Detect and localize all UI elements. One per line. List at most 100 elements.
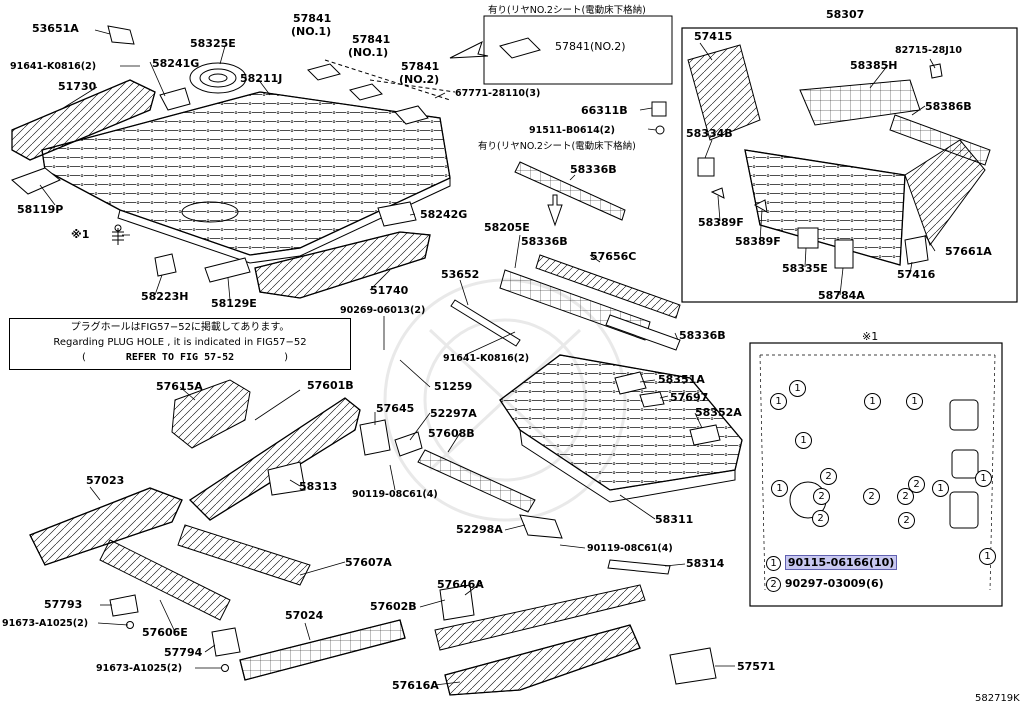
clip-58389f-b [753, 199, 768, 213]
callout-circle-1: 1 [975, 470, 992, 487]
part-label: 58334B [686, 127, 733, 140]
part-label: 58336B [521, 235, 568, 248]
bolt-star1 [112, 224, 124, 245]
bracket-53651a [107, 25, 135, 45]
clip-66311b [651, 101, 667, 117]
part-label: 58352A [695, 406, 742, 419]
pad-57841-no1-a [307, 63, 341, 81]
part-label: 91511-B0614(2) [529, 125, 615, 136]
panel-57661a [904, 139, 986, 247]
part-label: 57601B [307, 379, 354, 392]
part-label: 57794 [164, 646, 203, 659]
part-label: 57415 [694, 30, 733, 43]
inset-box-star1 [749, 342, 1003, 607]
bracket-57645 [359, 419, 391, 456]
part-label: 58325E [190, 37, 236, 50]
plug-hole-note: プラグホールはFIG57−52に掲載してあります。 Regarding PLUG… [9, 318, 351, 370]
part-label: 58119P [17, 203, 64, 216]
part-label: 57661A [945, 245, 992, 258]
part-label: 58336B [679, 329, 726, 342]
bolt-91511 [655, 125, 665, 135]
part-label: 57841 [352, 33, 391, 46]
strip-53652 [450, 299, 521, 347]
callout-circle-1: 1 [906, 393, 923, 410]
part-label: 57793 [44, 598, 83, 611]
legend-row-1: 1 90115-06166(10) [766, 555, 898, 571]
part-label: 58242G [420, 208, 468, 221]
part-label: 57608B [428, 427, 475, 440]
arrow-icon [449, 41, 489, 59]
part-label: 57697 [670, 391, 709, 404]
inset-top-part: 57841(NO.2) [555, 40, 626, 53]
part-label: 66311B [581, 104, 628, 117]
part-label: 51730 [58, 80, 97, 93]
part-label: (NO.1) [291, 25, 332, 38]
clip-58389f-a [710, 187, 725, 199]
rail-57656c [535, 254, 681, 319]
part-label: 91673-A1025(2) [2, 618, 89, 629]
inset-star1-title: ※1 [862, 330, 879, 343]
clip-58334b [697, 157, 715, 177]
callout-circle-1: 1 [864, 393, 881, 410]
part-label: 90119-08C61(4) [587, 543, 673, 554]
part-label: 91673-A1025(2) [96, 663, 183, 674]
arrow-icon-down [547, 194, 563, 227]
part-label: 58385H [850, 59, 898, 72]
panel-57415 [687, 44, 761, 141]
bracket-58223h [154, 253, 177, 277]
part-label: 58205E [484, 221, 530, 234]
part-label: 58335E [782, 262, 828, 275]
diagram-id: 582719K [975, 693, 1020, 704]
part-label: 57841 [293, 12, 332, 25]
pad-57841-no1-b [349, 83, 383, 101]
part-label: 58311 [655, 513, 694, 526]
part-label: 58389F [698, 216, 744, 229]
clip-82715 [929, 63, 943, 79]
callout-circle-2: 2 [820, 468, 837, 485]
part-label: 67771-28110(3) [455, 88, 541, 99]
part-label: 58389F [735, 235, 781, 248]
part-label: 91641-K0816(2) [10, 61, 97, 72]
part-label: 58313 [299, 480, 338, 493]
legend-mark-2: 2 [766, 577, 781, 592]
callout-circle-1: 1 [795, 432, 812, 449]
part-label: 58223H [141, 290, 189, 303]
bracket-58242g [377, 201, 417, 227]
inset-top-heading: 有り(リヤNO.2シート(電動床下格納) [488, 5, 646, 16]
part-label: 57645 [376, 402, 415, 415]
callout-circle-1: 1 [771, 480, 788, 497]
plug-ring-58325e [189, 62, 247, 94]
callout-circle-1: 1 [979, 548, 996, 565]
panel-57416 [904, 235, 929, 265]
part-label: 57615A [156, 380, 203, 393]
note-ref-link[interactable]: REFER TO FIG 57-52 [125, 352, 235, 363]
part-label: 58314 [686, 557, 725, 570]
part-label: 58386B [925, 100, 972, 113]
part-label: 90269-06013(2) [340, 305, 426, 316]
bracket-58313 [267, 461, 306, 496]
inset-box-top [483, 15, 673, 85]
mid-heading: 有り(リヤNO.2シート(電動床下格納) [478, 141, 636, 152]
bracket-58784a [834, 239, 854, 269]
callout-circle-2: 2 [908, 476, 925, 493]
note-paren-open: ( [82, 352, 86, 363]
part-label: 52297A [430, 407, 477, 420]
crossmember-51740 [254, 231, 431, 299]
callout-circle-2: 2 [898, 512, 915, 529]
note-line-en: Regarding PLUG HOLE , it is indicated in… [53, 337, 307, 348]
note-paren-close: ) [284, 352, 288, 363]
member-57606e [99, 539, 231, 621]
part-label: 51259 [434, 380, 473, 393]
part-label: 58241G [152, 57, 200, 70]
bracket-57646a [439, 584, 475, 621]
part-label: 90119-08C61(4) [352, 489, 438, 500]
legend-code-1[interactable]: 90115-06166(10) [784, 555, 898, 570]
part-label: 58307 [826, 8, 865, 21]
bracket-58241g [159, 87, 191, 111]
bracket-57697 [639, 391, 665, 408]
legend-code-2[interactable]: 90297-03009(6) [784, 577, 884, 590]
strip-58314 [607, 559, 671, 575]
crossmember-57024 [239, 619, 406, 681]
part-label: 57841 [401, 60, 440, 73]
